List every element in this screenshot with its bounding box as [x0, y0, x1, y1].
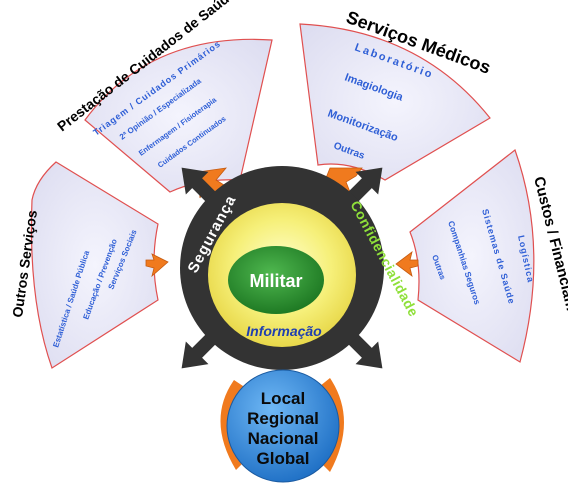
arrow-orange-right-icon [395, 251, 419, 277]
globe-label-global: Global [257, 449, 310, 468]
info-label: Informação [246, 323, 322, 339]
center-hub: Militar Informação Segurança Confidencia… [180, 166, 422, 370]
core-oval [228, 246, 324, 314]
sector-outros: Outros Serviços Estatística / Saúde Públ… [9, 161, 159, 369]
globe: Local Regional Nacional Global [220, 369, 344, 483]
globe-label-nacional: Nacional [248, 429, 319, 448]
sector-custos-shape [409, 149, 535, 363]
sector-custos-title: Custos / Financiamento [530, 175, 568, 343]
globe-orange-arrow-right-icon [320, 378, 344, 472]
globe-circle [226, 369, 340, 483]
sector-outros-shape [30, 161, 159, 369]
sector-custos: Custos / Financiamento Logística Sistema… [409, 149, 568, 363]
sector-cuidados: Prestação de Cuidados de Saúde Triagem /… [54, 0, 273, 193]
globe-label-regional: Regional [247, 409, 319, 428]
orange-arrows [145, 167, 419, 278]
core-label: Militar [249, 271, 302, 291]
arrow-orange-left-icon [145, 253, 169, 278]
sector-medicos: Serviços Médicos Laboratório Imagiologia… [299, 7, 493, 181]
sector-medicos-shape [299, 23, 491, 181]
globe-label-local: Local [261, 389, 305, 408]
